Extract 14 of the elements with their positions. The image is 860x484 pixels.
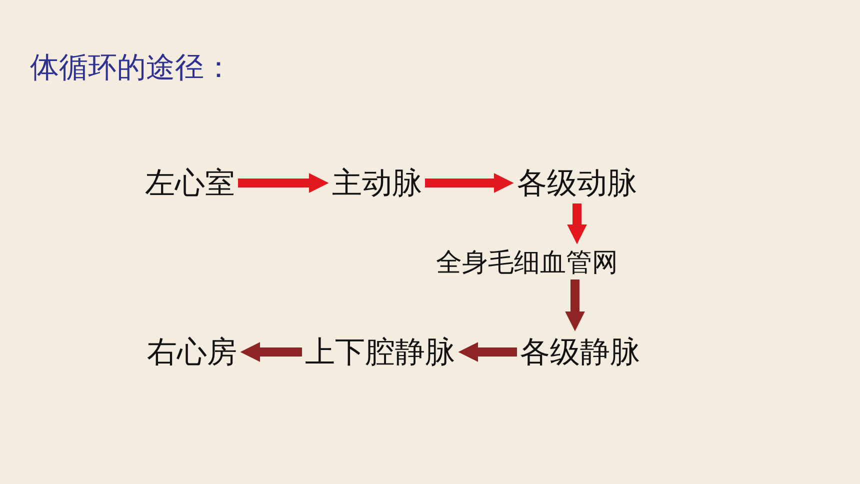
arrow	[567, 204, 587, 244]
arrow	[458, 342, 517, 362]
step-label: 右心房	[144, 332, 240, 372]
step-label: 主动脉	[329, 162, 425, 204]
arrow	[240, 342, 302, 362]
step-label: 各级动脉	[514, 162, 640, 204]
step-label: 全身毛细血管网	[433, 244, 621, 280]
arrow	[565, 280, 585, 332]
arrow	[238, 173, 329, 193]
step-label: 左心室	[142, 162, 238, 204]
step-label: 各级静脉	[517, 332, 643, 372]
arrow	[425, 173, 514, 193]
step-label: 上下腔静脉	[302, 332, 458, 372]
title: 体循环的途径：	[30, 49, 233, 86]
